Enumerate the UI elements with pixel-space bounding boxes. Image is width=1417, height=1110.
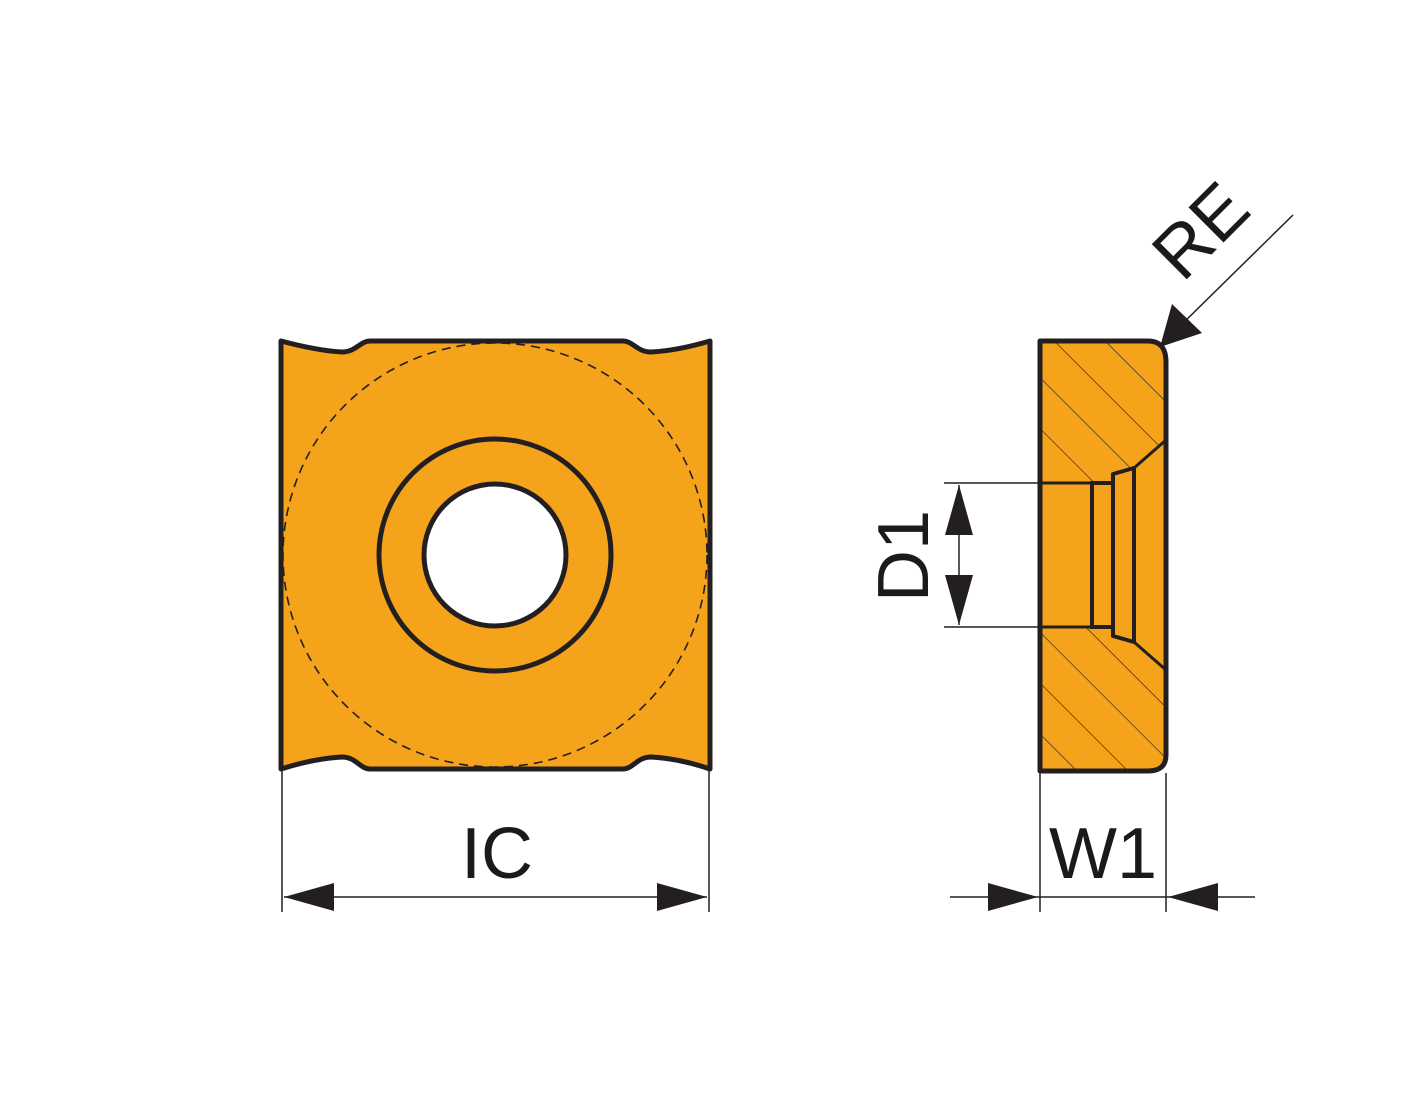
ic-label: IC bbox=[461, 814, 533, 894]
ic-arrow-left bbox=[284, 883, 334, 911]
front-view bbox=[278, 338, 713, 772]
inscribed-circle-dashed bbox=[282, 342, 708, 768]
w1-arrow-left bbox=[988, 883, 1038, 911]
d1-label: D1 bbox=[864, 510, 944, 602]
re-label: RE bbox=[1137, 167, 1264, 294]
ic-arrow-right bbox=[657, 883, 707, 911]
d1-dimension: D1 bbox=[864, 482, 1040, 628]
re-leader: RE bbox=[1137, 167, 1294, 347]
w1-arrow-right bbox=[1168, 883, 1218, 911]
mounting-hole bbox=[421, 481, 569, 629]
side-outline bbox=[1037, 338, 1169, 774]
d1-arrow-bottom bbox=[945, 575, 973, 625]
bore-step bbox=[1090, 481, 1115, 629]
w1-dimension: W1 bbox=[950, 773, 1255, 912]
side-view bbox=[1037, 338, 1169, 774]
ic-dimension: IC bbox=[281, 771, 710, 912]
w1-label: W1 bbox=[1049, 814, 1157, 894]
re-arrow bbox=[1160, 304, 1202, 347]
countersink-chamfer bbox=[1111, 466, 1136, 644]
d1-arrow-top bbox=[945, 485, 973, 535]
